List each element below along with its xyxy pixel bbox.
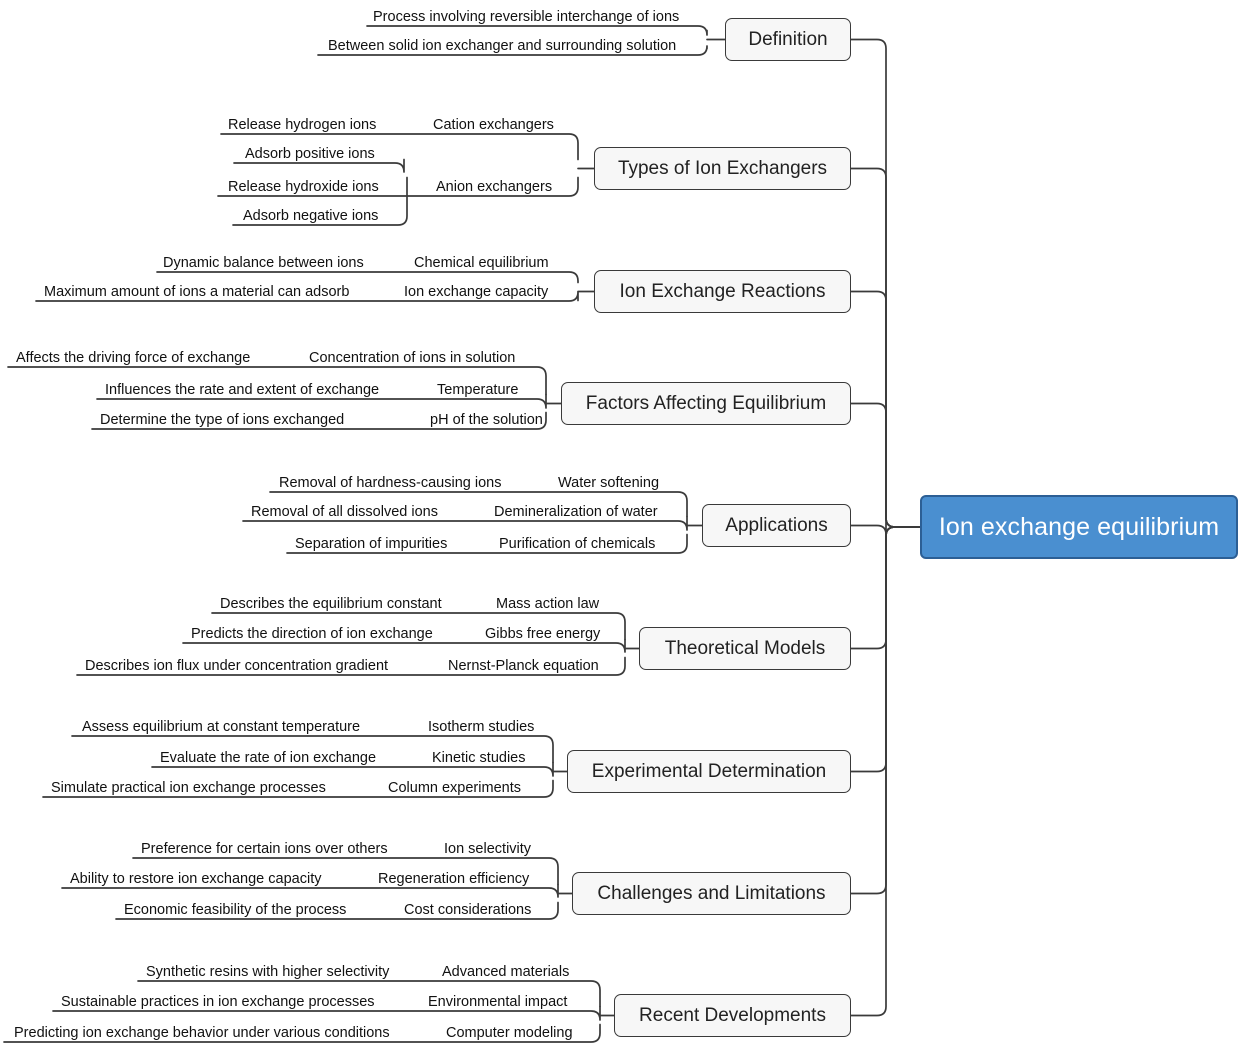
subtopic-label: Kinetic studies: [432, 750, 526, 766]
root-node-label: Ion exchange equilibrium: [938, 512, 1220, 541]
wire-root-to-experimental-determination: [850, 526, 921, 773]
subtopic-label: Purification of chemicals: [499, 536, 656, 552]
branch-node-label: Definition: [748, 28, 828, 50]
leaf-label: Sustainable practices in ion exchange pr…: [61, 994, 375, 1010]
leaf-label: Adsorb positive ions: [245, 146, 375, 162]
branch-node-factors-affecting-equilibrium[interactable]: Factors Affecting Equilibrium: [561, 382, 851, 425]
leaf-label: Release hydroxide ions: [228, 179, 379, 195]
branch-node-label: Ion Exchange Reactions: [619, 280, 826, 302]
branch-node-ion-exchange-reactions[interactable]: Ion Exchange Reactions: [594, 270, 851, 313]
branch-node-theoretical-models[interactable]: Theoretical Models: [639, 627, 851, 670]
subtopic-label: Cost considerations: [404, 902, 532, 918]
wire-root-to-types-of-ion-exchangers: [850, 167, 921, 528]
leaf-label: Process involving reversible interchange…: [373, 9, 680, 25]
leaf-label: Maximum amount of ions a material can ad…: [44, 284, 350, 300]
branch-node-challenges-and-limitations[interactable]: Challenges and Limitations: [572, 872, 851, 915]
subtopic-label: Isotherm studies: [428, 719, 535, 735]
wire-root-to-factors-affecting-equilibrium: [850, 402, 921, 528]
branch-node-label: Challenges and Limitations: [597, 882, 826, 904]
leaf-label: Influences the rate and extent of exchan…: [105, 382, 380, 398]
subtopic-label: Water softening: [558, 475, 660, 491]
leaf-label: Removal of all dissolved ions: [251, 504, 438, 520]
leaf-label: Preference for certain ions over others: [141, 841, 388, 857]
subtopic-label: Chemical equilibrium: [414, 255, 549, 271]
subtopic-label: Temperature: [437, 382, 519, 398]
subtopic-label: Demineralization of water: [494, 504, 658, 520]
subtopic-label: Advanced materials: [442, 964, 570, 980]
branch-node-types-of-ion-exchangers[interactable]: Types of Ion Exchangers: [594, 147, 851, 190]
wire-root-to-recent-developments: [850, 526, 921, 1017]
subtopic-label: Anion exchangers: [436, 179, 553, 195]
leaf-label: Assess equilibrium at constant temperatu…: [82, 719, 361, 735]
leaf-label: Evaluate the rate of ion exchange: [160, 750, 377, 766]
branch-node-definition[interactable]: Definition: [725, 18, 851, 61]
branch-node-applications[interactable]: Applications: [702, 504, 851, 547]
leaf-label: Predicts the direction of ion exchange: [191, 626, 433, 642]
leaf-label: Describes the equilibrium constant: [220, 596, 442, 612]
leaf-label: Ability to restore ion exchange capacity: [70, 871, 322, 887]
wire-root-to-definition: [850, 38, 921, 528]
leaf-label: Synthetic resins with higher selectivity: [146, 964, 390, 980]
leaf-label: Simulate practical ion exchange processe…: [51, 780, 326, 796]
leaf-label: Release hydrogen ions: [228, 117, 377, 133]
wire-root-to-applications: [850, 517, 921, 536]
leaf-label: Between solid ion exchanger and surround…: [328, 38, 677, 54]
leaf-label: Economic feasibility of the process: [124, 902, 347, 918]
subtopic-label: Cation exchangers: [433, 117, 554, 133]
wire-root-to-theoretical-models: [850, 526, 921, 650]
subtopic-label: Computer modeling: [446, 1025, 573, 1041]
subtopic-label: Concentration of ions in solution: [309, 350, 516, 366]
leaf-label: Dynamic balance between ions: [163, 255, 364, 271]
branch-node-recent-developments[interactable]: Recent Developments: [614, 994, 851, 1037]
leaf-label: Removal of hardness-causing ions: [279, 475, 502, 491]
wire-root-to-ion-exchange-reactions: [850, 290, 921, 528]
root-node[interactable]: Ion exchange equilibrium: [920, 495, 1238, 559]
subtopic-label: Mass action law: [496, 596, 600, 612]
subtopic-label: Ion exchange capacity: [404, 284, 549, 300]
leaf-label: Adsorb negative ions: [243, 208, 379, 224]
branch-node-label: Experimental Determination: [591, 760, 827, 782]
wire-sub-definition-0: [366, 25, 708, 36]
branch-node-label: Recent Developments: [639, 1004, 826, 1026]
subtopic-label: Regeneration efficiency: [378, 871, 530, 887]
subtopic-label: Environmental impact: [428, 994, 568, 1010]
subtopic-label: Ion selectivity: [444, 841, 532, 857]
leaf-label: Separation of impurities: [295, 536, 448, 552]
branch-node-label: Types of Ion Exchangers: [617, 157, 828, 179]
branch-node-label: Factors Affecting Equilibrium: [585, 392, 827, 414]
branch-node-label: Theoretical Models: [664, 637, 826, 659]
branch-node-label: Applications: [725, 514, 828, 536]
leaf-label: Determine the type of ions exchanged: [100, 412, 345, 428]
leaf-label: Affects the driving force of exchange: [16, 350, 251, 366]
leaf-label: Describes ion flux under concentration g…: [85, 658, 389, 674]
subtopic-label: pH of the solution: [430, 412, 543, 428]
wire-root-to-challenges-and-limitations: [850, 526, 921, 895]
subtopic-label: Gibbs free energy: [485, 626, 601, 642]
subtopic-label: Column experiments: [388, 780, 521, 796]
wire-sub-ion-exchange-reactions-0: [156, 271, 579, 284]
branch-node-experimental-determination[interactable]: Experimental Determination: [567, 750, 851, 793]
subtopic-label: Nernst-Planck equation: [448, 658, 599, 674]
leaf-label: Predicting ion exchange behavior under v…: [14, 1025, 390, 1041]
